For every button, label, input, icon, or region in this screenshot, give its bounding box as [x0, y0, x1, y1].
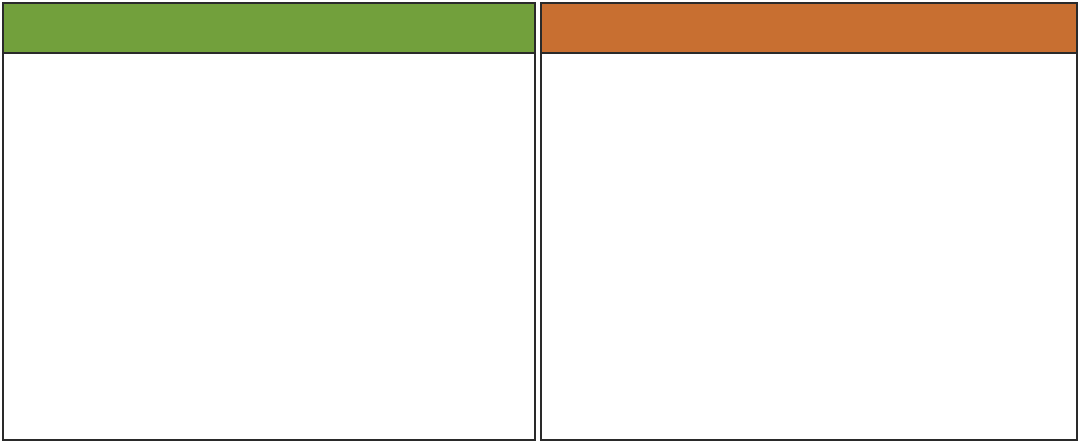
panel-title [4, 4, 534, 54]
panel-with-adm [540, 2, 1078, 441]
panel-title [542, 4, 1076, 54]
lattice-scene [4, 54, 534, 439]
panel-without-adm [2, 2, 536, 441]
lattice-scene [542, 54, 1076, 439]
